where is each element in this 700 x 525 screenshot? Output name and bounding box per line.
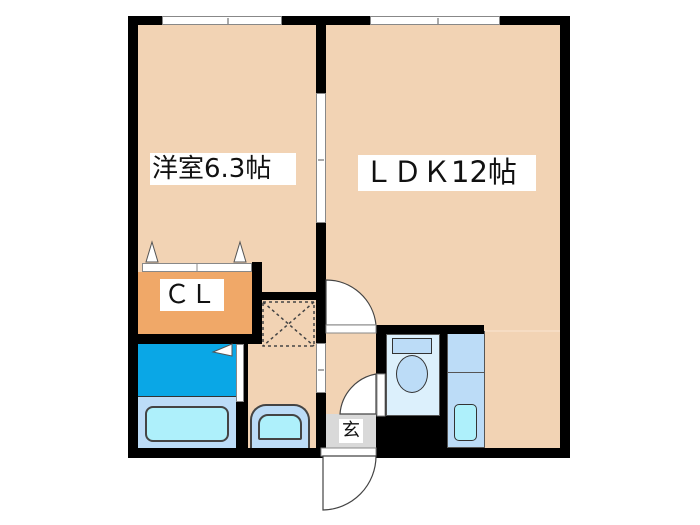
outer-wall-bottom-right: [376, 448, 570, 458]
storage-top-wall: [262, 292, 316, 300]
ldk-label: ＬＤＫ12帖: [358, 155, 536, 191]
storage-x-icon: [262, 301, 315, 347]
window-western-top: [162, 16, 282, 25]
western-room-floor: [138, 25, 316, 265]
outer-wall-right: [560, 16, 570, 458]
sliding-door-hall-ldk: [316, 343, 326, 393]
closet-label: ＣＬ: [160, 279, 224, 311]
bath-door-wedge-icon: [211, 343, 233, 357]
outer-wall-top: [128, 16, 570, 25]
ldk-door-swing-icon: [325, 279, 377, 326]
sliding-door-western-ldk: [316, 93, 326, 223]
bathtub: [145, 406, 229, 442]
closet-bottom-wall: [128, 334, 262, 344]
front-door: [320, 447, 377, 457]
outer-wall-bottom-left: [128, 448, 321, 458]
toilet-top-wall: [376, 325, 484, 334]
toilet-door-swing-icon: [339, 373, 377, 415]
kitchen-sink: [454, 404, 477, 441]
entrance-label: 玄: [339, 419, 363, 443]
kitchen-divider: [447, 372, 485, 373]
bath-door: [236, 344, 244, 402]
toilet-door: [376, 373, 386, 417]
toilet-bottom-block: [376, 416, 440, 448]
ldk-door: [325, 324, 377, 334]
partition-wall-center: [316, 16, 326, 458]
western-room-label: 洋室6.3帖: [150, 153, 296, 185]
closet-wall-right: [252, 262, 262, 342]
toilet-bowl: [396, 355, 428, 393]
toilet-tank: [392, 338, 432, 354]
washbasin-bowl: [258, 414, 302, 440]
window-ldk-top: [370, 16, 500, 25]
outer-wall-left: [128, 16, 138, 458]
closet-door-handle-icon: [233, 240, 247, 263]
closet-door-handle-icon: [145, 240, 159, 263]
front-door-swing-icon: [322, 455, 377, 511]
toilet-kitchen-wall: [440, 334, 447, 448]
